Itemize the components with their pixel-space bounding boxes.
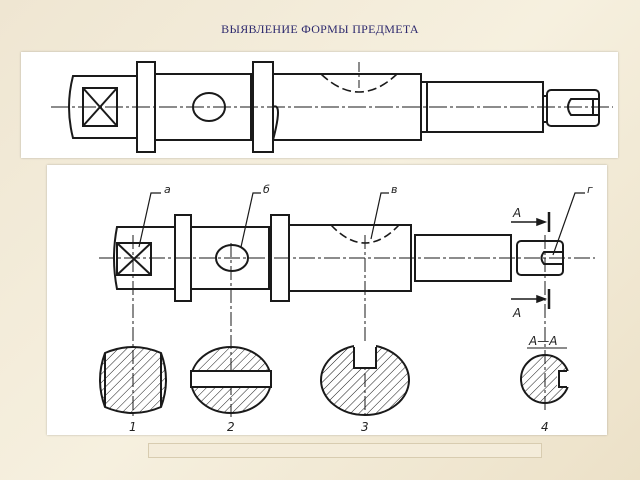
square-end (68, 75, 138, 139)
section-number-2: 2 (227, 420, 235, 434)
section-number-3: 3 (361, 420, 369, 434)
section-mark-bottom: А (512, 306, 521, 320)
section-2 (190, 346, 272, 414)
section-3 (320, 343, 410, 416)
section-number-4: 4 (541, 420, 549, 434)
section-number-1: 1 (129, 420, 137, 434)
shaft-outline-svg (51, 61, 613, 153)
round-hole (215, 244, 249, 272)
shaft-sections-svg: а б в г А А (99, 183, 595, 434)
footer-placeholder-bar (148, 443, 542, 458)
section-mark-top: А (512, 206, 521, 220)
slide-title: ВЫЯВЛЕНИЕ ФОРМЫ ПРЕДМЕТА (221, 22, 419, 36)
top-shaft-drawing (21, 52, 618, 158)
section-4 (520, 354, 575, 404)
leader-g: г (587, 183, 593, 196)
section-1 (99, 346, 167, 414)
square-end (113, 226, 176, 290)
bottom-shaft-drawing: а б в г А А (47, 165, 607, 435)
leader-a: а (164, 183, 171, 196)
leader-v: в (391, 183, 397, 196)
section-title-aa: А—А (528, 334, 557, 348)
small-end (546, 89, 600, 127)
leader-b: б (263, 183, 270, 196)
